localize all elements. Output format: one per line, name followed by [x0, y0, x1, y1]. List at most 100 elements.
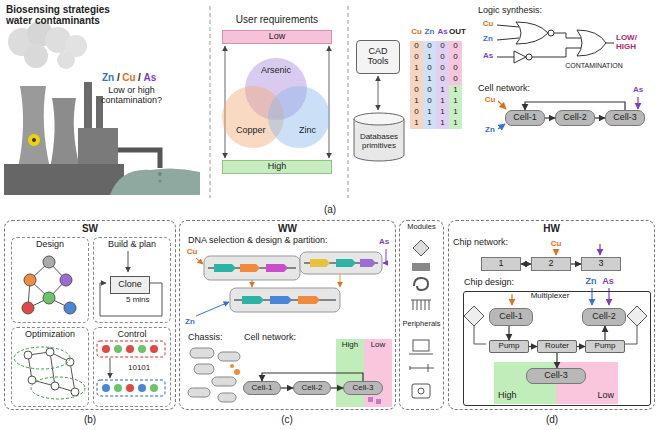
cell-box: Cell-3: [605, 110, 645, 126]
node-text: Cell-3: [353, 384, 374, 393]
node-text: CAD Tools: [360, 47, 396, 67]
node-text: Clone: [118, 280, 142, 290]
control-diagram-part: [138, 384, 146, 392]
label-text: Chip network:: [453, 238, 517, 248]
cell-box: Cell-1: [505, 110, 545, 126]
pump-box: Pump: [489, 340, 529, 353]
tool-box: CAD Tools: [356, 40, 400, 74]
label-text: As: [142, 72, 158, 83]
dna-constructs-part: [310, 259, 330, 267]
table-cell: 0: [423, 86, 436, 95]
factory-illustration-part: [28, 134, 40, 146]
control-diagram-part: [126, 384, 134, 392]
logic-gates-part: [497, 57, 514, 58]
connector: [521, 263, 531, 264]
table-cell: 1: [410, 119, 423, 128]
label-text: (b): [78, 414, 102, 425]
table-cell: 0: [436, 64, 449, 73]
optimization-graph-part: [31, 377, 85, 399]
label-text: Multiplexer: [514, 292, 586, 301]
node-text: High: [342, 341, 358, 350]
logic-gates-part: [577, 30, 606, 56]
node-text: Cell-1: [499, 312, 523, 322]
control-diagram-part: [138, 345, 146, 353]
connector: [529, 346, 537, 347]
logic-gates-part: [548, 30, 554, 36]
node-text: SW: [82, 223, 98, 234]
factory-illustration: [4, 21, 200, 195]
panel-frame: SWDesignBuild & planCloneOptimizationCon…: [4, 220, 176, 410]
truth-table-shading-part: [436, 41, 449, 129]
dna-constructs-part: [196, 258, 203, 264]
table-header: OUT: [449, 28, 462, 37]
control-diagram-part: [150, 384, 158, 392]
table-cell: 1: [423, 119, 436, 128]
connector: [604, 326, 605, 340]
design-graph-part: [60, 274, 72, 286]
separator-line: [210, 6, 348, 198]
label-text: Zn: [480, 35, 496, 44]
module-icons-part: [414, 278, 428, 290]
logic-gates-part: [532, 48, 581, 57]
factory-illustration-part: [158, 179, 161, 182]
design-graph-part: [64, 302, 76, 314]
node-text: WW: [278, 223, 297, 234]
factory-illustration-part: [18, 86, 50, 168]
node-text: High: [498, 391, 517, 401]
build-arrow: [100, 251, 162, 316]
chip-box: 1: [481, 257, 521, 271]
table-cell: 1: [410, 97, 423, 106]
table-cell: 1: [436, 108, 449, 117]
label-text: Cell network:: [478, 84, 558, 94]
table-cell: 1: [436, 97, 449, 106]
dna-constructs-part: [252, 280, 253, 287]
control-diagram: [97, 341, 165, 396]
reservoir-diamond-part: [464, 306, 484, 326]
table-cell: 1: [410, 64, 423, 73]
control-diagram-part: [110, 358, 111, 378]
design-graph-part: [43, 256, 55, 268]
reservoir-diamond-part: [627, 306, 647, 326]
node-text: Pump: [595, 342, 616, 351]
label-text: /: [136, 72, 143, 83]
control-diagram-part: [114, 345, 122, 353]
module-icons-part: [413, 340, 429, 351]
label-text: Zn: [482, 126, 498, 135]
module-icons: [409, 240, 434, 398]
label-text: Zn: [100, 72, 116, 83]
input-arrow-part: [637, 97, 638, 109]
label-text: Cell network:: [244, 333, 308, 343]
chip-arrows-part: [555, 250, 556, 255]
chassis-cells-part: [234, 369, 240, 375]
separator-line-part: [210, 6, 211, 198]
control-diagram-part: [102, 345, 110, 353]
cylinder-top: [354, 113, 404, 125]
dna-constructs-part: [340, 274, 341, 287]
table-cell: 0: [423, 42, 436, 51]
table-cell: 0: [410, 53, 423, 62]
logic-gates-part: [606, 43, 614, 44]
table-cell: 1: [449, 119, 462, 128]
chassis-cells-part: [218, 393, 236, 402]
table-cell: 0: [449, 42, 462, 51]
optimization-graph-part: [24, 351, 32, 359]
label-text: As: [480, 52, 496, 61]
factory-illustration-part: [78, 128, 118, 168]
factory-illustration-part: [110, 168, 200, 195]
optimization-graph-part: [50, 352, 55, 386]
table-cell: 0: [410, 42, 423, 51]
cell-box: Cell-2: [555, 110, 595, 126]
panel-frame: WWHighLowCell-1Cell-2Cell-3: [179, 220, 396, 410]
table-cell: 0: [410, 86, 423, 95]
factory-illustration-part: [118, 150, 160, 168]
truth-table-shading-part: [423, 41, 436, 129]
chip-box: 3: [581, 257, 621, 271]
separator-line-part: [348, 6, 349, 198]
module-icons-part: [411, 300, 431, 310]
label-text: (d): [540, 414, 564, 425]
chip-outline: Chip design:Cell-1Cell-2PumpRouterPumpHi…: [463, 291, 651, 406]
optimization-graph-part: [51, 382, 59, 390]
label-text: LOW/ HIGH: [616, 34, 648, 52]
